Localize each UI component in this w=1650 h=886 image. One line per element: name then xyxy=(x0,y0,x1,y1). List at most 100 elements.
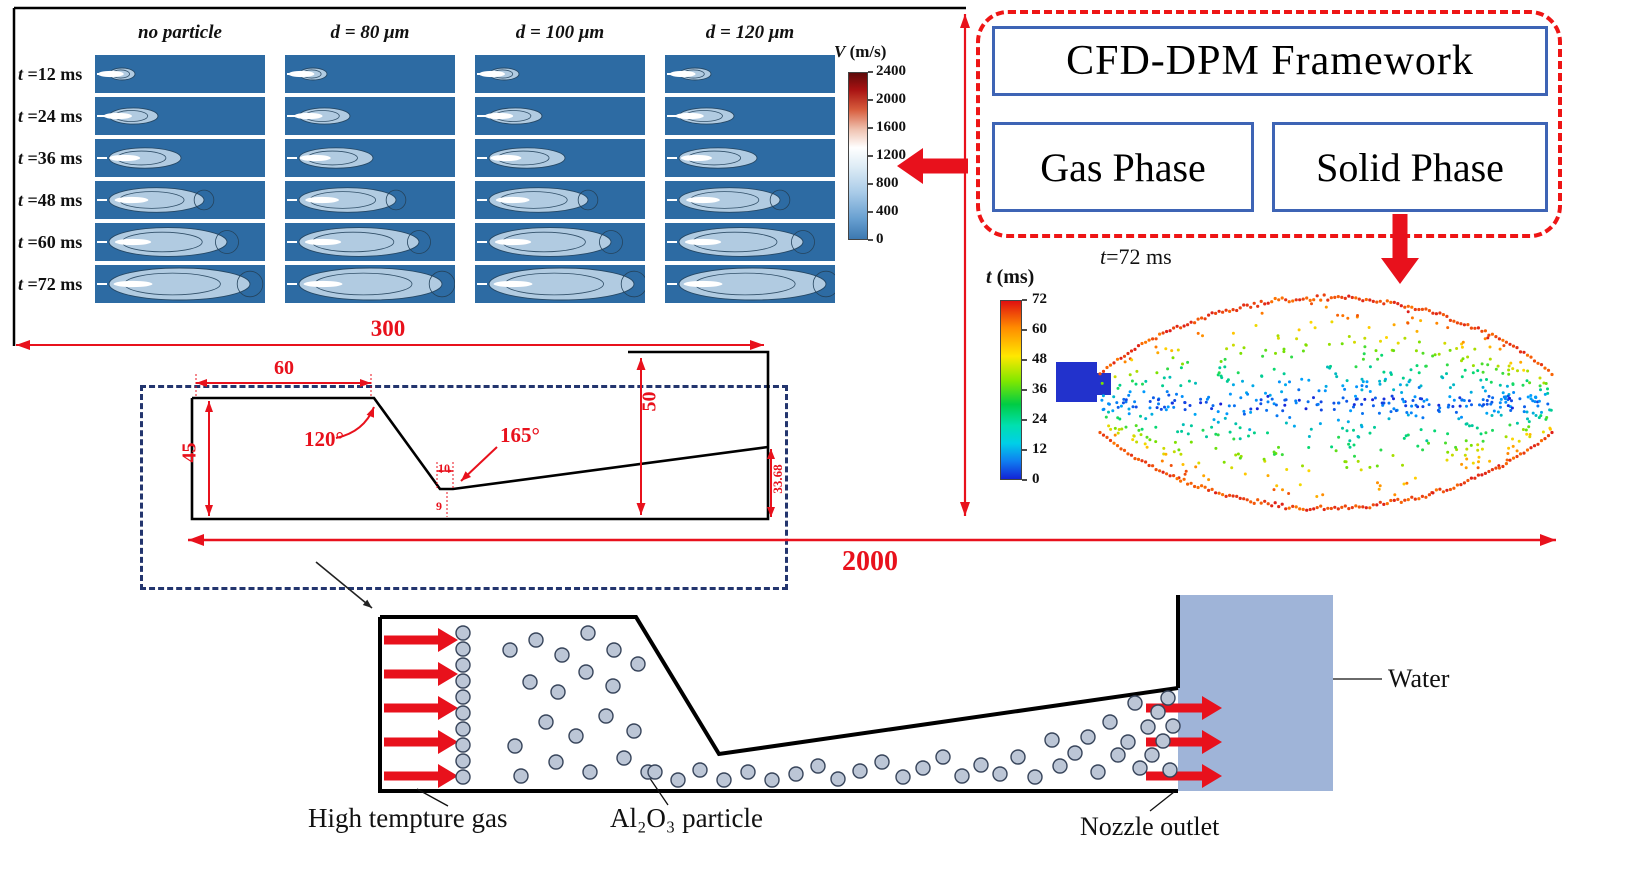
dim-2000-line xyxy=(188,534,1556,546)
dim-50-line xyxy=(636,358,646,515)
sim-cell xyxy=(285,55,455,93)
framework-dashed-border xyxy=(976,10,1562,238)
nozzle-geometry-outline xyxy=(190,350,770,521)
time-colorbar-tick: 72 xyxy=(1032,291,1047,307)
sim-cell xyxy=(95,97,265,135)
al2o3-particle-label: Al₂O₃ particle xyxy=(610,803,764,833)
velocity-colorbar-tick: 2400 xyxy=(876,63,906,79)
dim-domain-length: 300 xyxy=(370,316,406,341)
velocity-colorbar-tick: 0 xyxy=(876,231,884,247)
sim-cell xyxy=(475,55,645,93)
dim-total-length: 2000 xyxy=(842,546,898,577)
gas-inlet-arrow xyxy=(384,628,458,652)
sim-cell xyxy=(475,265,648,303)
sim-row-label: t =72 ms xyxy=(18,274,83,294)
leader-lines xyxy=(416,678,1382,812)
time-colorbar-tick: 12 xyxy=(1032,441,1047,457)
velocity-colorbar-tick: 2000 xyxy=(876,91,906,107)
dim-domain-height-line xyxy=(960,14,970,516)
sim-cell xyxy=(475,97,645,135)
time-colorbar-tick: 48 xyxy=(1032,351,1047,367)
sim-cell xyxy=(665,97,835,135)
sim-row-label: t =48 ms xyxy=(18,190,83,210)
dim-chamber-height: 50 xyxy=(638,391,661,412)
bottom-schematic-outline xyxy=(378,595,1333,793)
al2o3-particles xyxy=(455,625,1181,788)
time-colorbar xyxy=(1000,300,1022,480)
sim-cell xyxy=(665,139,835,177)
sim-cell xyxy=(95,139,265,177)
dim-33-line xyxy=(767,449,775,517)
sim-cell xyxy=(285,181,455,219)
sim-cell xyxy=(475,223,645,261)
sim-cell xyxy=(665,223,835,261)
time-colorbar-tick: 36 xyxy=(1032,381,1047,397)
sim-row-label: t =12 ms xyxy=(18,64,83,84)
gas-inlet-arrow xyxy=(384,696,458,720)
gas-inlet-arrow xyxy=(384,662,458,686)
water-region xyxy=(1178,595,1333,791)
dim-10-line xyxy=(437,469,453,473)
sim-cell xyxy=(95,55,265,93)
framework-title-box: CFD-DPM Framework xyxy=(992,26,1548,96)
sim-cell xyxy=(285,97,455,135)
dim-convergent-angle: 120° xyxy=(304,427,344,451)
sim-row-label: t =36 ms xyxy=(18,148,83,168)
sim-cell xyxy=(665,265,840,303)
geometry-dashed-border xyxy=(140,385,788,590)
plume-time-label: t=72 ms xyxy=(1100,244,1172,269)
framework-title: CFD-DPM Framework xyxy=(1066,38,1474,84)
outlet-flow-arrow xyxy=(1146,696,1222,720)
dim-inlet-height: 45 xyxy=(178,442,201,463)
figure-frame xyxy=(12,6,966,346)
velocity-colorbar-tick: 1200 xyxy=(876,147,906,163)
sim-cell xyxy=(95,265,265,303)
time-colorbar-title: t (ms) xyxy=(986,266,1035,288)
velocity-colorbar-tick: 1600 xyxy=(876,119,906,135)
sim-row-label: t =24 ms xyxy=(18,106,83,126)
dim-divergent-angle: 165° xyxy=(500,423,540,447)
gas-inlet-arrow xyxy=(384,764,458,788)
sim-row-label: t =60 ms xyxy=(18,232,83,252)
solid-phase-label: Solid Phase xyxy=(1316,144,1504,190)
dim-300-line xyxy=(16,340,764,350)
sim-cell xyxy=(285,139,455,177)
sim-cell xyxy=(285,265,456,303)
water-label: Water xyxy=(1388,664,1450,693)
velocity-colorbar-tick: 800 xyxy=(876,175,899,191)
callout-arrow xyxy=(315,561,373,609)
sim-cell xyxy=(665,181,835,219)
outlet-flow-arrow xyxy=(1146,730,1222,754)
sim-cell xyxy=(95,181,265,219)
outlet-flow-arrow xyxy=(1146,764,1222,788)
nozzle-outlet-label: Nozzle outlet xyxy=(1080,812,1220,841)
dim-outlet-height: 33.68 xyxy=(770,464,785,494)
high-temp-gas-label: High tempture gas xyxy=(308,803,508,833)
dim-throat-height: 9 xyxy=(436,499,442,513)
sim-cell xyxy=(475,139,645,177)
time-colorbar-tick: 24 xyxy=(1032,411,1047,427)
gas-phase-box: Gas Phase xyxy=(992,122,1254,212)
sim-cell xyxy=(285,223,455,261)
time-colorbar-tick: 0 xyxy=(1032,471,1040,487)
dim-inlet-length: 60 xyxy=(274,357,294,379)
sim-col-header: d = 80 μm xyxy=(330,22,410,43)
angle-120-arrow xyxy=(335,406,375,439)
gas-phase-arrow xyxy=(897,148,968,184)
solid-phase-box: Solid Phase xyxy=(1272,122,1548,212)
velocity-colorbar-tick: 400 xyxy=(876,203,899,219)
dim-45-line xyxy=(205,401,213,516)
time-colorbar-tick: 60 xyxy=(1032,321,1047,337)
gas-phase-label: Gas Phase xyxy=(1040,144,1206,190)
velocity-colorbar xyxy=(848,72,868,240)
dim-throat-length: 10 xyxy=(438,461,450,475)
velocity-colorbar-title: V (m/s) xyxy=(834,42,887,61)
sim-cell xyxy=(475,181,645,219)
angle-165-arrow xyxy=(460,446,498,482)
sim-col-header: d = 120 μm xyxy=(705,22,795,43)
dim-60-line xyxy=(196,379,371,387)
particle-plume xyxy=(1056,293,1554,512)
sim-col-header: d = 100 μm xyxy=(515,22,605,43)
